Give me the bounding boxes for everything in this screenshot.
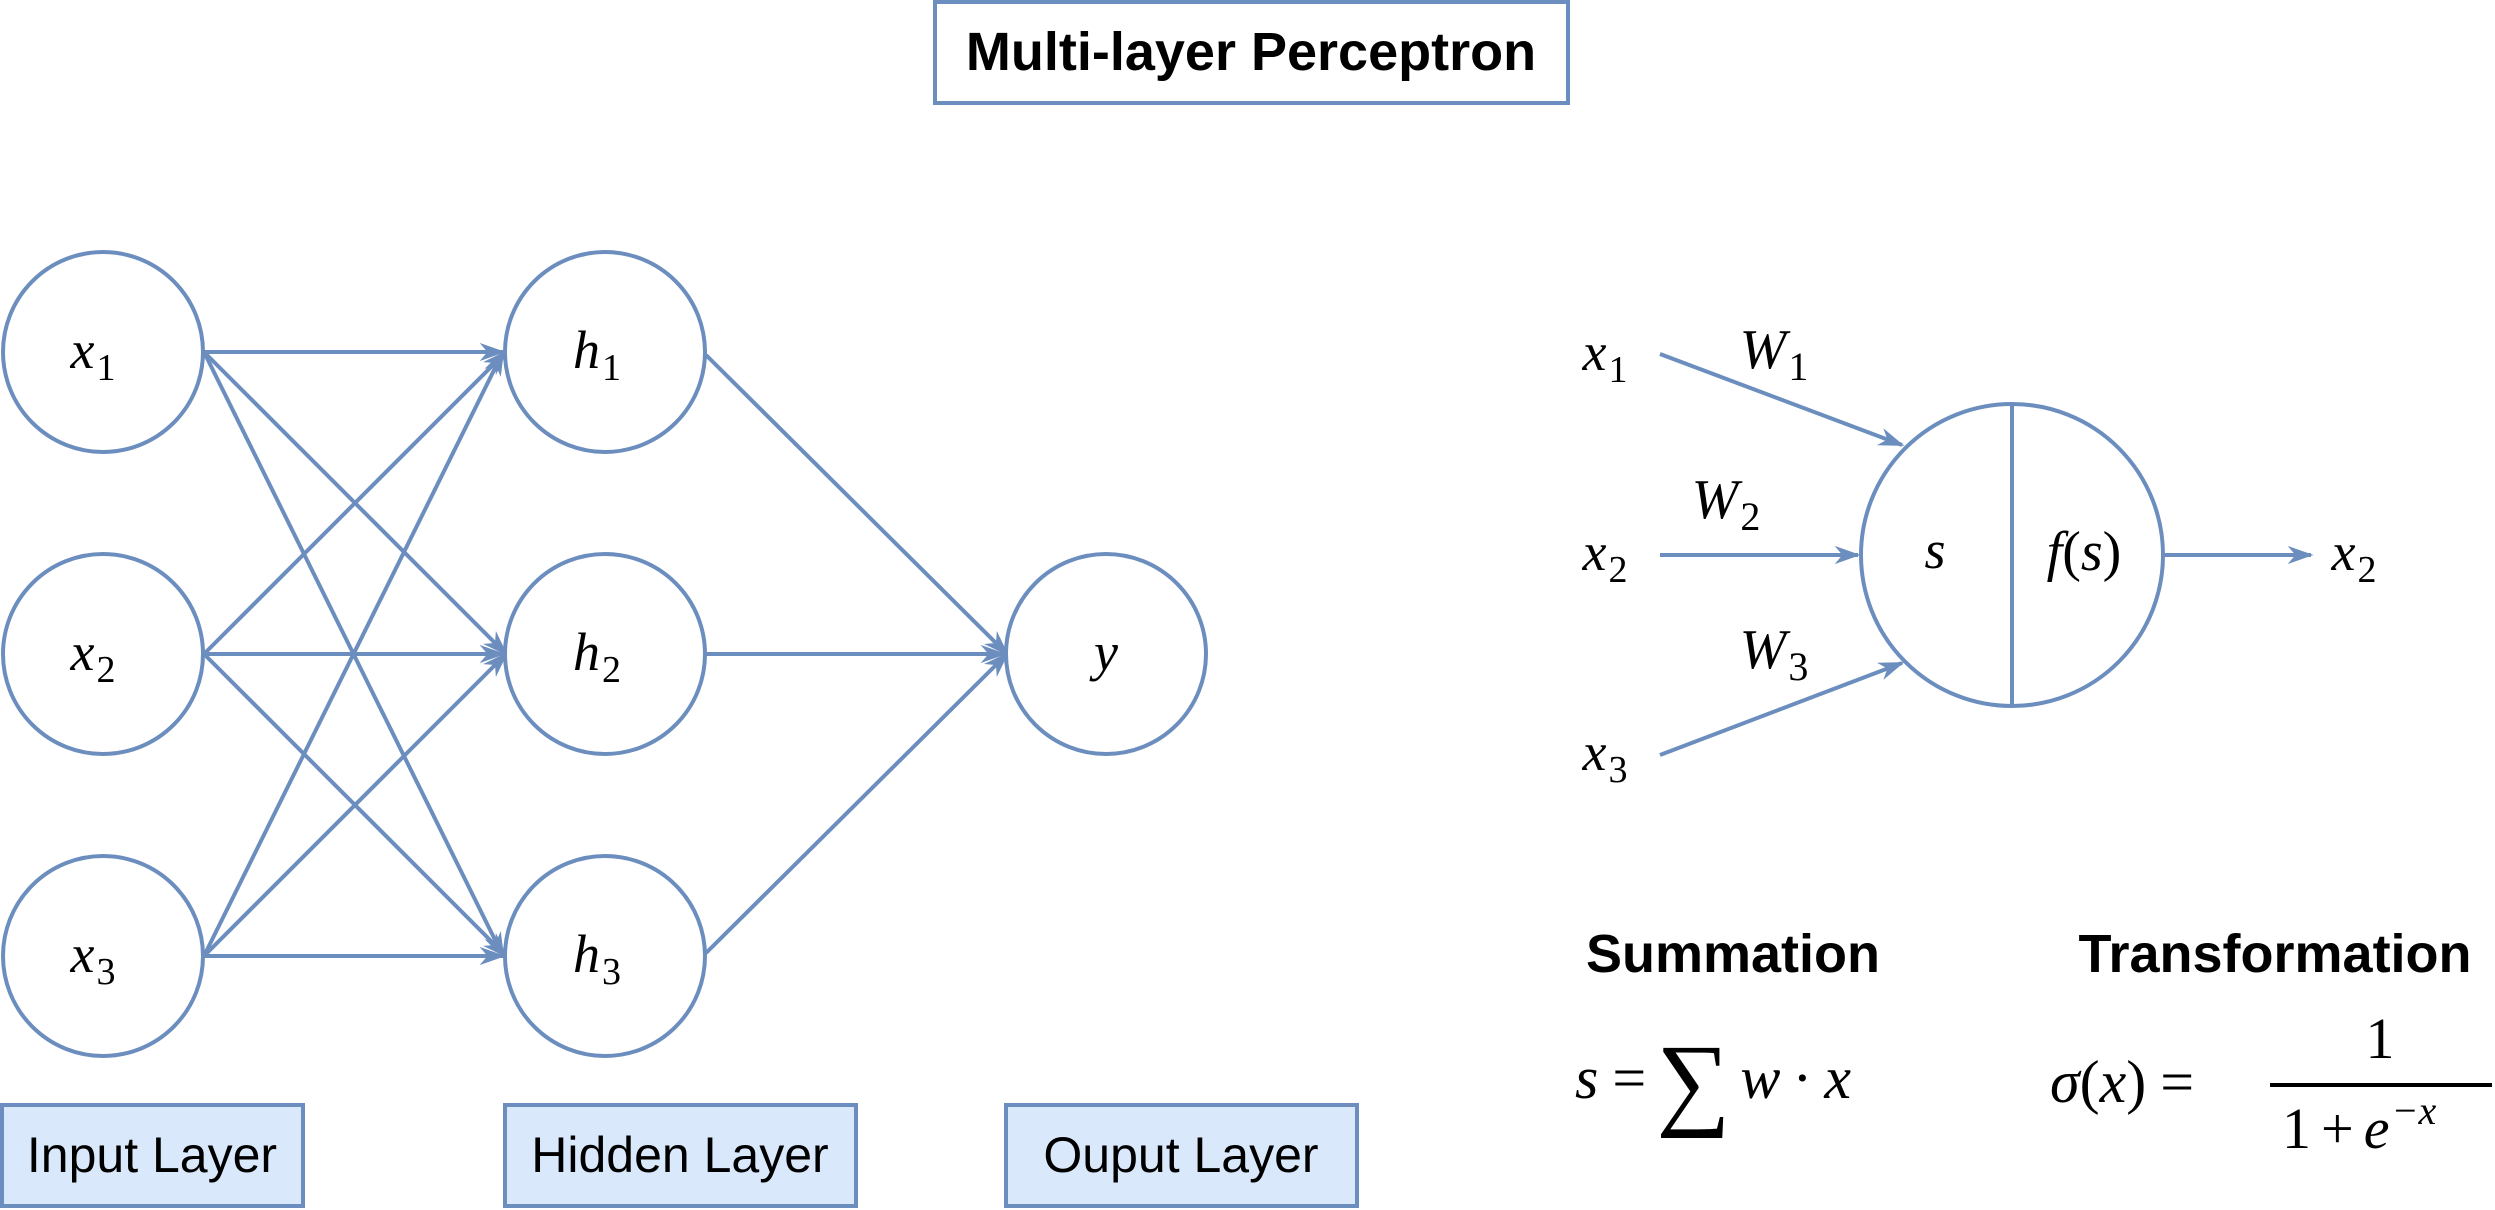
neuron-func-label: f(s)	[2047, 521, 2122, 583]
neuron-output: x2	[2331, 522, 2377, 591]
neuron-input-2: x2	[1582, 522, 1628, 591]
svg-text:h3: h3	[573, 924, 621, 993]
fraction-numerator: 1	[2366, 1006, 2395, 1071]
neuron-detail: s f(s) x1 x2 x3 W1 W2 W3 x2	[1582, 319, 2377, 791]
title-box: Multi-layer Perceptron	[933, 0, 1570, 105]
neuron-edge-3	[1659, 661, 1905, 757]
weight-1: W1	[1740, 319, 1809, 389]
summation-formula: s=∑w·x	[1575, 1024, 1851, 1139]
edge-h3-y	[704, 652, 1009, 955]
weight-2: W2	[1692, 469, 1761, 539]
hidden-node-3: h3	[503, 854, 707, 1058]
summation-heading: Summation	[1586, 924, 1880, 984]
svg-text:x2: x2	[70, 622, 116, 691]
neuron-sum-label: s	[1924, 520, 1945, 580]
network-edges	[202, 342, 1009, 966]
input-node-3: x3	[1, 854, 205, 1058]
output-node: y	[1004, 552, 1208, 756]
title-frame	[933, 0, 1570, 105]
svg-text:h2: h2	[573, 622, 621, 691]
transformation-lhs: σ(x)=	[2050, 1049, 2194, 1115]
svg-text:h1: h1	[573, 320, 621, 389]
edge-x2-h1	[202, 350, 508, 656]
input-node-2: x2	[1, 552, 205, 756]
hidden-node-1: h1	[503, 250, 707, 454]
input-layer-label: Input Layer	[0, 1103, 305, 1208]
input-node-1: x1	[1, 250, 205, 454]
svg-text:Input Layer: Input Layer	[27, 1127, 277, 1183]
svg-text:x3: x3	[70, 924, 116, 993]
weight-3: W3	[1740, 619, 1809, 689]
edge-x3-h1	[202, 349, 505, 957]
neuron-input-1: x1	[1582, 322, 1628, 391]
neuron-edge-1	[1659, 352, 1905, 447]
output-layer-label: Ouput Layer	[1004, 1103, 1359, 1208]
edge-x3-h2	[202, 652, 508, 958]
transformation-heading: Transformation	[2078, 924, 2471, 984]
svg-text:Hidden Layer: Hidden Layer	[531, 1127, 828, 1183]
neuron-input-3: x3	[1582, 722, 1628, 791]
transformation-section: Transformation σ(x)= 1 1+e−x	[2050, 924, 2492, 1161]
hidden-node-2: h2	[503, 552, 707, 756]
svg-text:y: y	[1089, 622, 1118, 682]
svg-text:x1: x1	[70, 320, 116, 389]
hidden-layer-label: Hidden Layer	[503, 1103, 858, 1208]
page-title: Multi-layer Perceptron	[966, 22, 1536, 82]
fraction-denominator: 1+e−x	[2282, 1088, 2436, 1161]
svg-text:Ouput Layer: Ouput Layer	[1043, 1127, 1318, 1183]
summation-section: Summation s=∑w·x	[1575, 924, 1880, 1139]
edge-h1-y	[704, 353, 1009, 656]
